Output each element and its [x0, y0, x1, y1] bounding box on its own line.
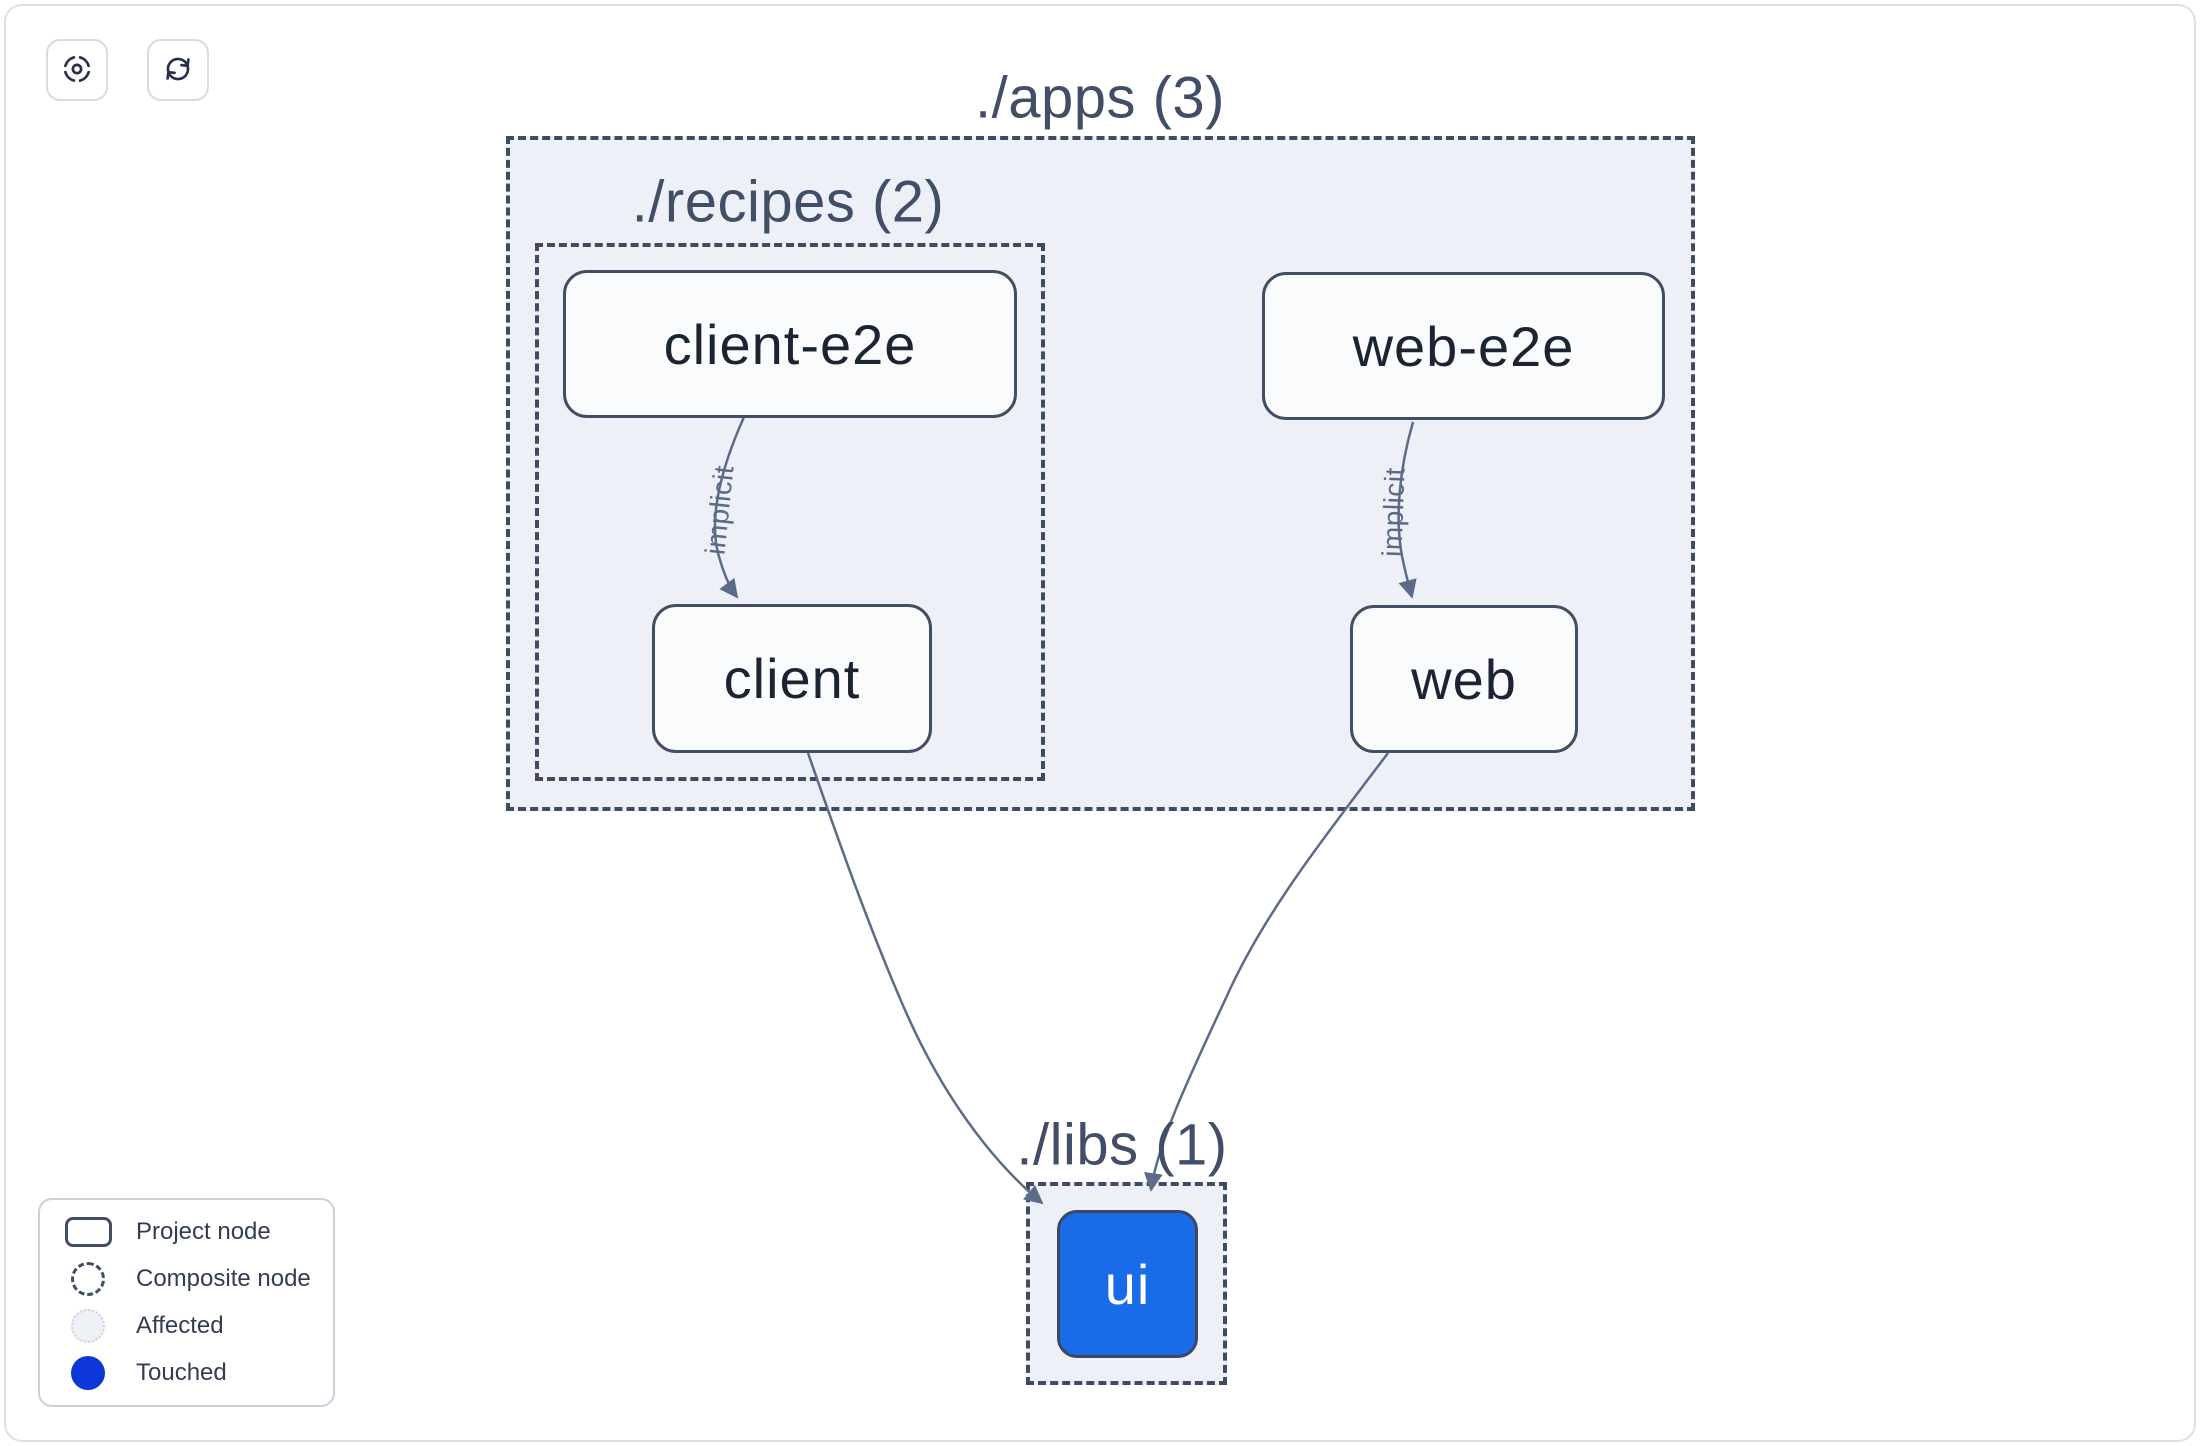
- node-label: ui: [1104, 1252, 1151, 1316]
- affected-swatch: [71, 1309, 105, 1343]
- group-label-libs[interactable]: ./libs (1): [1016, 1112, 1228, 1178]
- edge-web-e2e-to-web[interactable]: [1397, 421, 1417, 599]
- legend-item-project-node: Project node: [40, 1209, 333, 1256]
- project-node-client-e2e[interactable]: client-e2e: [563, 270, 1017, 418]
- legend-label: Composite node: [136, 1265, 311, 1292]
- project-node-swatch: [64, 1217, 112, 1247]
- legend-label: Affected: [136, 1312, 224, 1339]
- focus-icon: [61, 53, 93, 88]
- project-node-web[interactable]: web: [1350, 605, 1578, 753]
- composite-node-swatch: [71, 1262, 105, 1296]
- edge-web-to-ui[interactable]: [1144, 752, 1389, 1192]
- legend-label: Touched: [136, 1359, 227, 1386]
- edge-label-web-e2e-web: implicit: [1376, 466, 1411, 558]
- legend-item-touched: Touched: [40, 1350, 333, 1397]
- legend-label: Project node: [136, 1218, 271, 1245]
- legend-item-affected: Affected: [40, 1303, 333, 1350]
- refresh-button[interactable]: [147, 39, 209, 101]
- group-label-recipes[interactable]: ./recipes (2): [631, 169, 945, 235]
- refresh-icon: [162, 53, 194, 88]
- group-label-apps[interactable]: ./apps (3): [975, 65, 1225, 131]
- project-node-web-e2e[interactable]: web-e2e: [1262, 272, 1665, 420]
- node-label: web: [1411, 647, 1517, 711]
- edge-client-e2e-to-client[interactable]: [713, 416, 746, 599]
- node-label: client-e2e: [663, 312, 917, 376]
- touched-swatch: [71, 1356, 105, 1390]
- project-node-client[interactable]: client: [652, 604, 932, 753]
- node-label: web-e2e: [1352, 314, 1575, 378]
- legend: Project node Composite node Affected Tou…: [38, 1198, 335, 1407]
- project-node-ui[interactable]: ui: [1057, 1210, 1198, 1358]
- legend-item-composite-node: Composite node: [40, 1256, 333, 1303]
- center-graph-button[interactable]: [46, 39, 108, 101]
- node-label: client: [723, 647, 861, 710]
- edge-client-to-ui[interactable]: [806, 752, 1044, 1205]
